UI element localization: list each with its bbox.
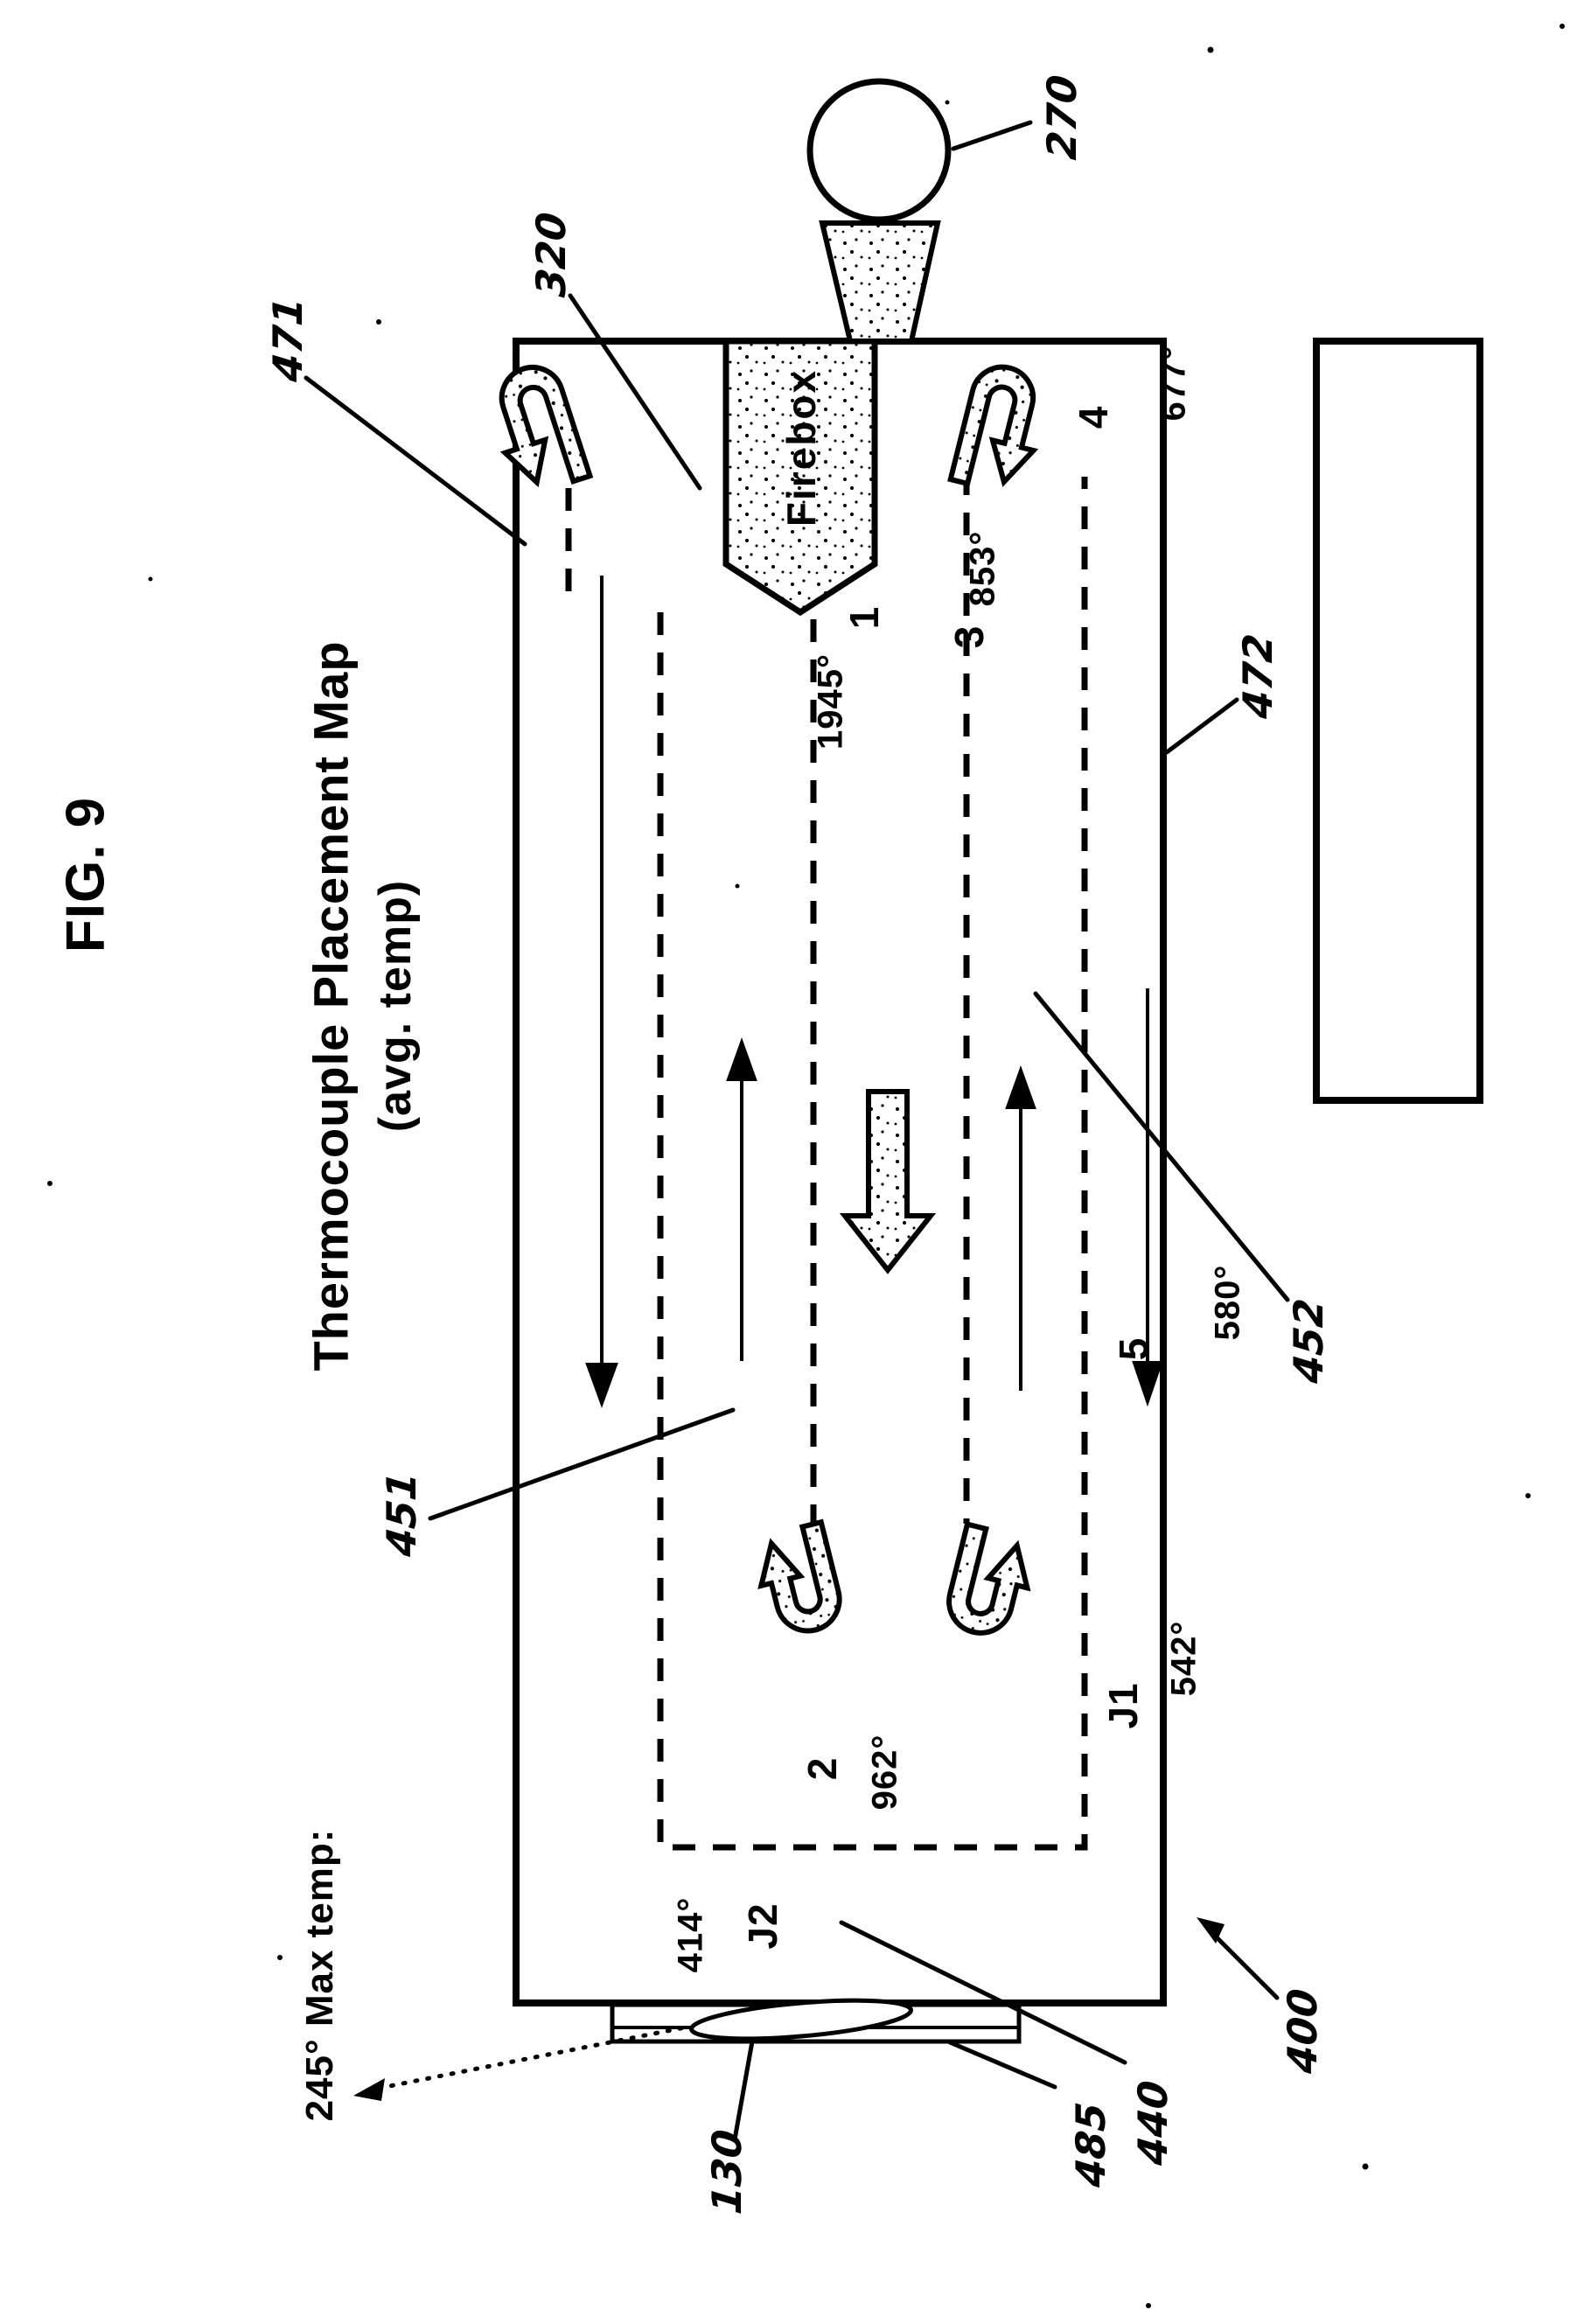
ref-485-tray: 485 (1067, 2100, 1114, 2189)
thermocouple-J2-id: J2 (740, 1902, 785, 1950)
down-flow-arrowhead-left (585, 1363, 618, 1408)
leader-320 (568, 293, 702, 491)
dashed-outer-loop (657, 477, 1088, 1851)
up-flow-arrowhead-left (726, 1037, 757, 1081)
reference-leader-lines (304, 120, 1290, 2142)
thermocouple-5-temp: 580° (1208, 1264, 1247, 1341)
thermocouple-4-temp: 677° (1154, 345, 1193, 422)
leader-452 (1033, 991, 1290, 1302)
side-panel-rectangle (1313, 338, 1483, 1104)
thermocouple-J2-temp: 414° (671, 1896, 710, 1973)
leader-270 (951, 120, 1033, 151)
figure-title-line2: (avg. temp) (370, 879, 421, 1133)
thermocouple-2-id: 2 (799, 1756, 845, 1781)
ref-130-tray-item: 130 (703, 2127, 750, 2216)
ref-440-bottom-region: 440 (1129, 2078, 1176, 2167)
leader-440 (839, 1920, 1127, 2065)
ref-472-lower-pass: 472 (1234, 632, 1281, 721)
ref-451-left-region: 451 (378, 1469, 425, 1559)
ref-471-upper-pass: 471 (264, 295, 311, 384)
leader-400 (1208, 1929, 1280, 2000)
uturn-arrow-bottom-left (757, 1518, 842, 1634)
thermocouple-J1-id: J1 (1100, 1682, 1146, 1729)
leader-400-arrowhead (1197, 1917, 1225, 1944)
thermocouple-4-id: 4 (1071, 405, 1116, 429)
leader-451 (428, 1407, 736, 1521)
uturn-arrow-top-right (947, 364, 1039, 487)
up-flow-arrowhead-right (1005, 1065, 1036, 1109)
stack-funnel (819, 220, 941, 344)
figure-number: FIG. 9 (55, 796, 116, 953)
firebox-label: Firebox (778, 368, 824, 527)
ref-452-right-region: 452 (1285, 1296, 1332, 1385)
tray-ellipse-item (688, 1998, 914, 2041)
leader-485 (947, 2040, 1057, 2090)
uturn-arrow-top-left (499, 365, 594, 488)
thermocouple-1-temp: 1945° (811, 653, 850, 750)
leader-471 (304, 375, 527, 547)
uturn-arrow-bottom-right (946, 1520, 1031, 1636)
thermocouple-1-id: 1 (841, 605, 887, 630)
figure-title-line1: Thermocouple Placement Map (303, 640, 359, 1371)
thermocouple-3-temp: 853° (963, 530, 1002, 607)
pass5-arrowhead (1132, 1361, 1163, 1407)
ref-320-firebox: 320 (527, 210, 575, 299)
main-downdraft-arrow (839, 1089, 937, 1274)
gas-path-dashed-lines (565, 472, 1088, 1851)
stack-circle (806, 78, 952, 223)
max-temp-arrowhead (353, 2078, 385, 2101)
ref-400-vessel: 400 (1279, 1986, 1326, 2076)
thermocouple-J1-temp: 542° (1164, 1620, 1204, 1697)
max-temp-note: 245° Max temp: (298, 1828, 341, 2122)
ref-270-stack: 270 (1038, 73, 1085, 162)
thermocouple-5-id: 5 (1111, 1336, 1156, 1361)
thermocouple-2-temp: 962° (865, 1734, 904, 1811)
thermocouple-3-id: 3 (946, 625, 992, 649)
leader-130 (732, 2039, 755, 2142)
leader-472 (1164, 697, 1239, 755)
flow-arrows-thin (585, 576, 1163, 1408)
